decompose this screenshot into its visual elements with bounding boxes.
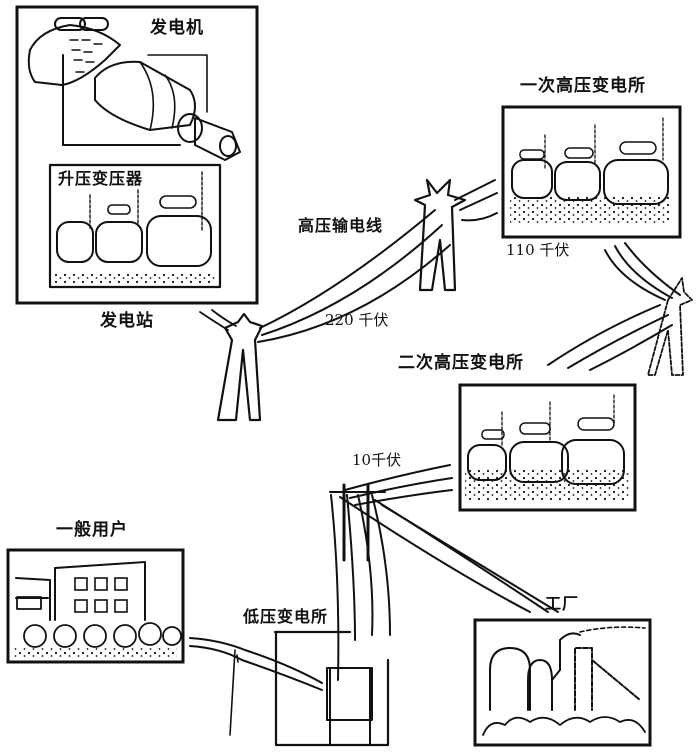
low-voltage-transformer-icon (326, 667, 373, 721)
household-users (6, 548, 185, 664)
generator-icon (27, 17, 241, 161)
primary-substation (501, 105, 682, 239)
voltage-10kv-label: 10千伏 (352, 451, 402, 469)
transmission-tower-1 (216, 312, 264, 422)
step-up-transformer-frame (48, 163, 222, 289)
line-10kv (329, 464, 559, 681)
transmission-line-label: 高压输电线 (298, 216, 384, 235)
voltage-220kv-label: 220 千伏 (325, 311, 389, 329)
low-voltage-substation-label: 低压变电所 (243, 607, 329, 626)
secondary-substation (458, 383, 637, 512)
generator-label: 发电机 (150, 18, 204, 38)
transmission-tower-2 (413, 178, 467, 292)
power-station-label: 发电站 (100, 311, 154, 331)
line-220kv (199, 179, 498, 343)
factory (473, 618, 652, 747)
transmission-tower-3 (647, 277, 693, 376)
factory-label: 工厂 (545, 594, 580, 613)
household-users-label: 一般用户 (56, 520, 128, 540)
power-station (15, 5, 259, 305)
voltage-110kv-label: 110 千伏 (506, 241, 570, 259)
step-up-transformer-label: 升压变压器 (58, 169, 144, 188)
line-110kv (547, 242, 681, 371)
step-up-transformer-icon (55, 171, 215, 284)
low-voltage-substation (189, 630, 390, 747)
generator-leader-line (147, 54, 208, 113)
trees-icon (23, 622, 182, 648)
primary-substation-label: 一次高压变电所 (520, 76, 646, 96)
secondary-substation-label: 二次高压变电所 (398, 353, 524, 373)
